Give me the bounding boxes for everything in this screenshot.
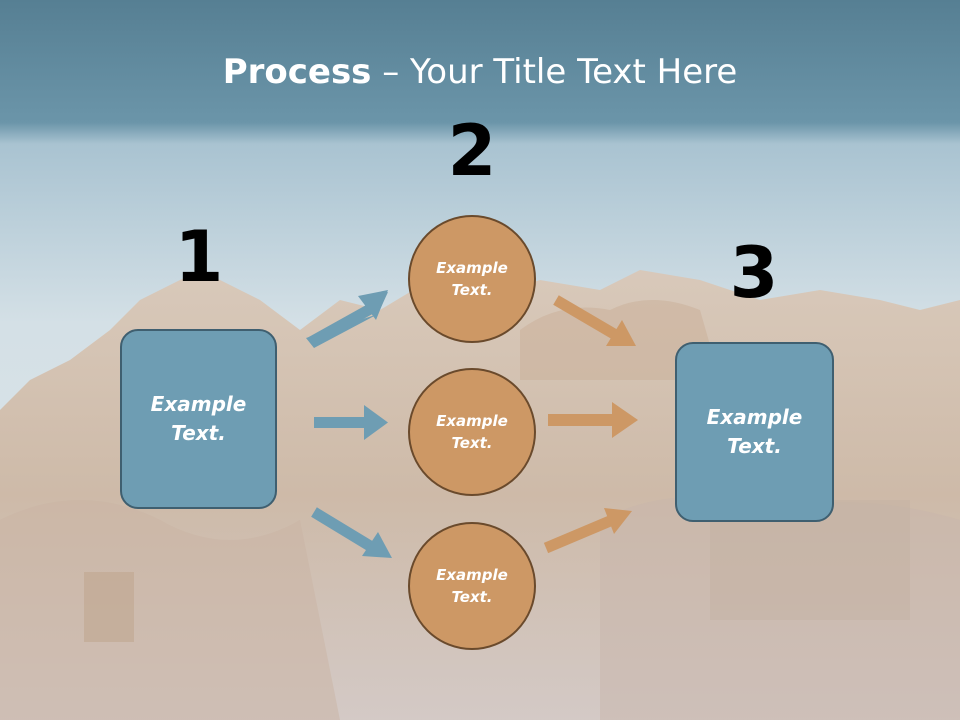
slide-title: Process – Your Title Text Here	[0, 52, 960, 92]
title-bold: Process	[222, 52, 372, 92]
title-rest: – Your Title Text Here	[371, 52, 738, 92]
step-number-1: 1	[174, 216, 224, 298]
arrow-bottom-to-right	[543, 508, 632, 554]
arrow-left-to-bottom	[311, 507, 392, 558]
arrow-top-to-right	[553, 295, 636, 346]
arrow-middle-to-right	[548, 402, 638, 438]
arrow-left-to-top	[306, 290, 388, 348]
step-number-3: 3	[729, 232, 779, 314]
step-number-2: 2	[447, 110, 497, 192]
arrow-left-to-middle	[314, 405, 388, 440]
